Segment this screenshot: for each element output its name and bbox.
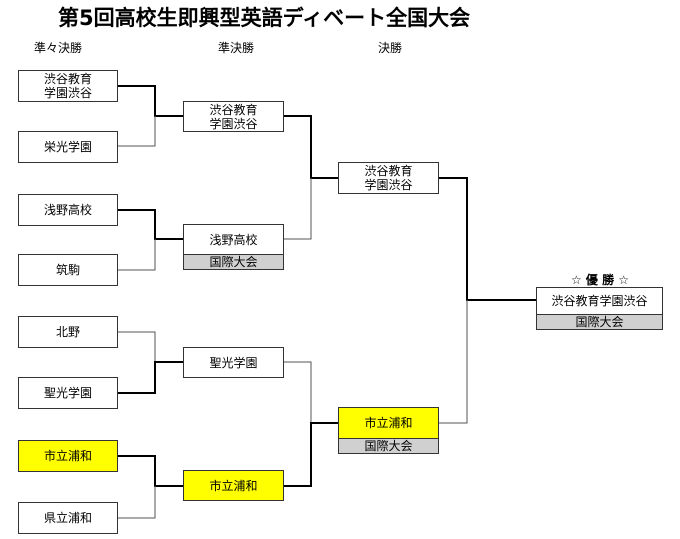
- team-name: 聖光学園: [209, 355, 258, 370]
- bracket-line-qf2-winner: [118, 209, 183, 240]
- international-badge-champion: 国際大会: [536, 315, 663, 330]
- team-box-qf2a: 浅野高校: [18, 194, 118, 226]
- team-name: 浅野高校: [209, 232, 258, 247]
- team-box-sf4: 市立浦和: [183, 470, 284, 501]
- team-box-sf3: 聖光学園: [183, 347, 284, 378]
- team-name-line1: 渋谷教育: [209, 102, 258, 117]
- bracket-line-qf1-loser: [118, 116, 156, 147]
- bracket-line-sf2-winner: [284, 422, 338, 487]
- bracket-line-sf2-loser: [284, 361, 312, 423]
- page-title: 第5回高校生即興型英語ディベート全国大会: [58, 6, 471, 30]
- team-box-final2: 市立浦和: [338, 407, 439, 439]
- team-box-final1: 渋谷教育 学園渋谷: [338, 162, 439, 194]
- international-badge-sf2: 国際大会: [183, 255, 284, 270]
- team-name: 市立浦和: [209, 478, 258, 493]
- bracket-line-qf4-loser: [118, 486, 156, 519]
- bracket-line-qf1-winner: [118, 85, 183, 117]
- bracket-line-qf4-winner: [118, 455, 183, 487]
- team-name-line1: 渋谷教育: [364, 164, 413, 178]
- bracket-line-sf1-winner: [284, 115, 338, 179]
- team-name-line2: 学園渋谷: [209, 116, 258, 131]
- round-label-semifinal: 準決勝: [217, 41, 254, 55]
- team-box-sf1: 渋谷教育 学園渋谷: [183, 101, 284, 132]
- team-name: 市立浦和: [43, 449, 92, 463]
- team-box-qf3b: 聖光学園: [18, 377, 118, 409]
- team-box-qf4a: 市立浦和: [18, 440, 118, 472]
- team-name: 聖光学園: [43, 386, 92, 400]
- team-name: 渋谷教育学園渋谷: [551, 294, 648, 308]
- team-box-qf1b: 栄光学園: [18, 131, 118, 163]
- champion-label: ☆ 優 勝 ☆: [570, 273, 630, 287]
- team-name: 筑駒: [55, 263, 80, 277]
- bracket-line-qf2-loser: [118, 239, 156, 271]
- bracket-line-final-loser: [439, 300, 468, 424]
- team-box-qf3a: 北野: [18, 316, 118, 348]
- team-name-line2: 学園渋谷: [43, 86, 92, 100]
- international-badge-final2: 国際大会: [338, 439, 439, 454]
- team-name-line1: 渋谷教育: [43, 72, 92, 86]
- round-label-quarterfinal: 準々決勝: [33, 41, 82, 55]
- bracket-line-sf1-loser: [284, 178, 312, 240]
- team-box-qf1a: 渋谷教育 学園渋谷: [18, 70, 118, 102]
- team-name: 北野: [55, 325, 80, 339]
- bracket-line-qf3-loser: [118, 331, 156, 362]
- team-name: 市立浦和: [364, 416, 413, 430]
- round-label-final: 決勝: [377, 41, 402, 55]
- team-name: 浅野高校: [43, 203, 92, 217]
- team-box-qf2b: 筑駒: [18, 254, 118, 286]
- team-name-line2: 学園渋谷: [364, 178, 413, 192]
- team-box-sf2: 浅野高校: [183, 224, 284, 255]
- team-name: 栄光学園: [43, 140, 92, 154]
- team-name: 県立浦和: [43, 511, 92, 525]
- team-box-qf4b: 県立浦和: [18, 502, 118, 534]
- bracket-line-qf3-winner: [118, 361, 183, 394]
- team-box-champion: 渋谷教育学園渋谷: [536, 287, 663, 315]
- bracket-line-final-winner: [439, 177, 536, 301]
